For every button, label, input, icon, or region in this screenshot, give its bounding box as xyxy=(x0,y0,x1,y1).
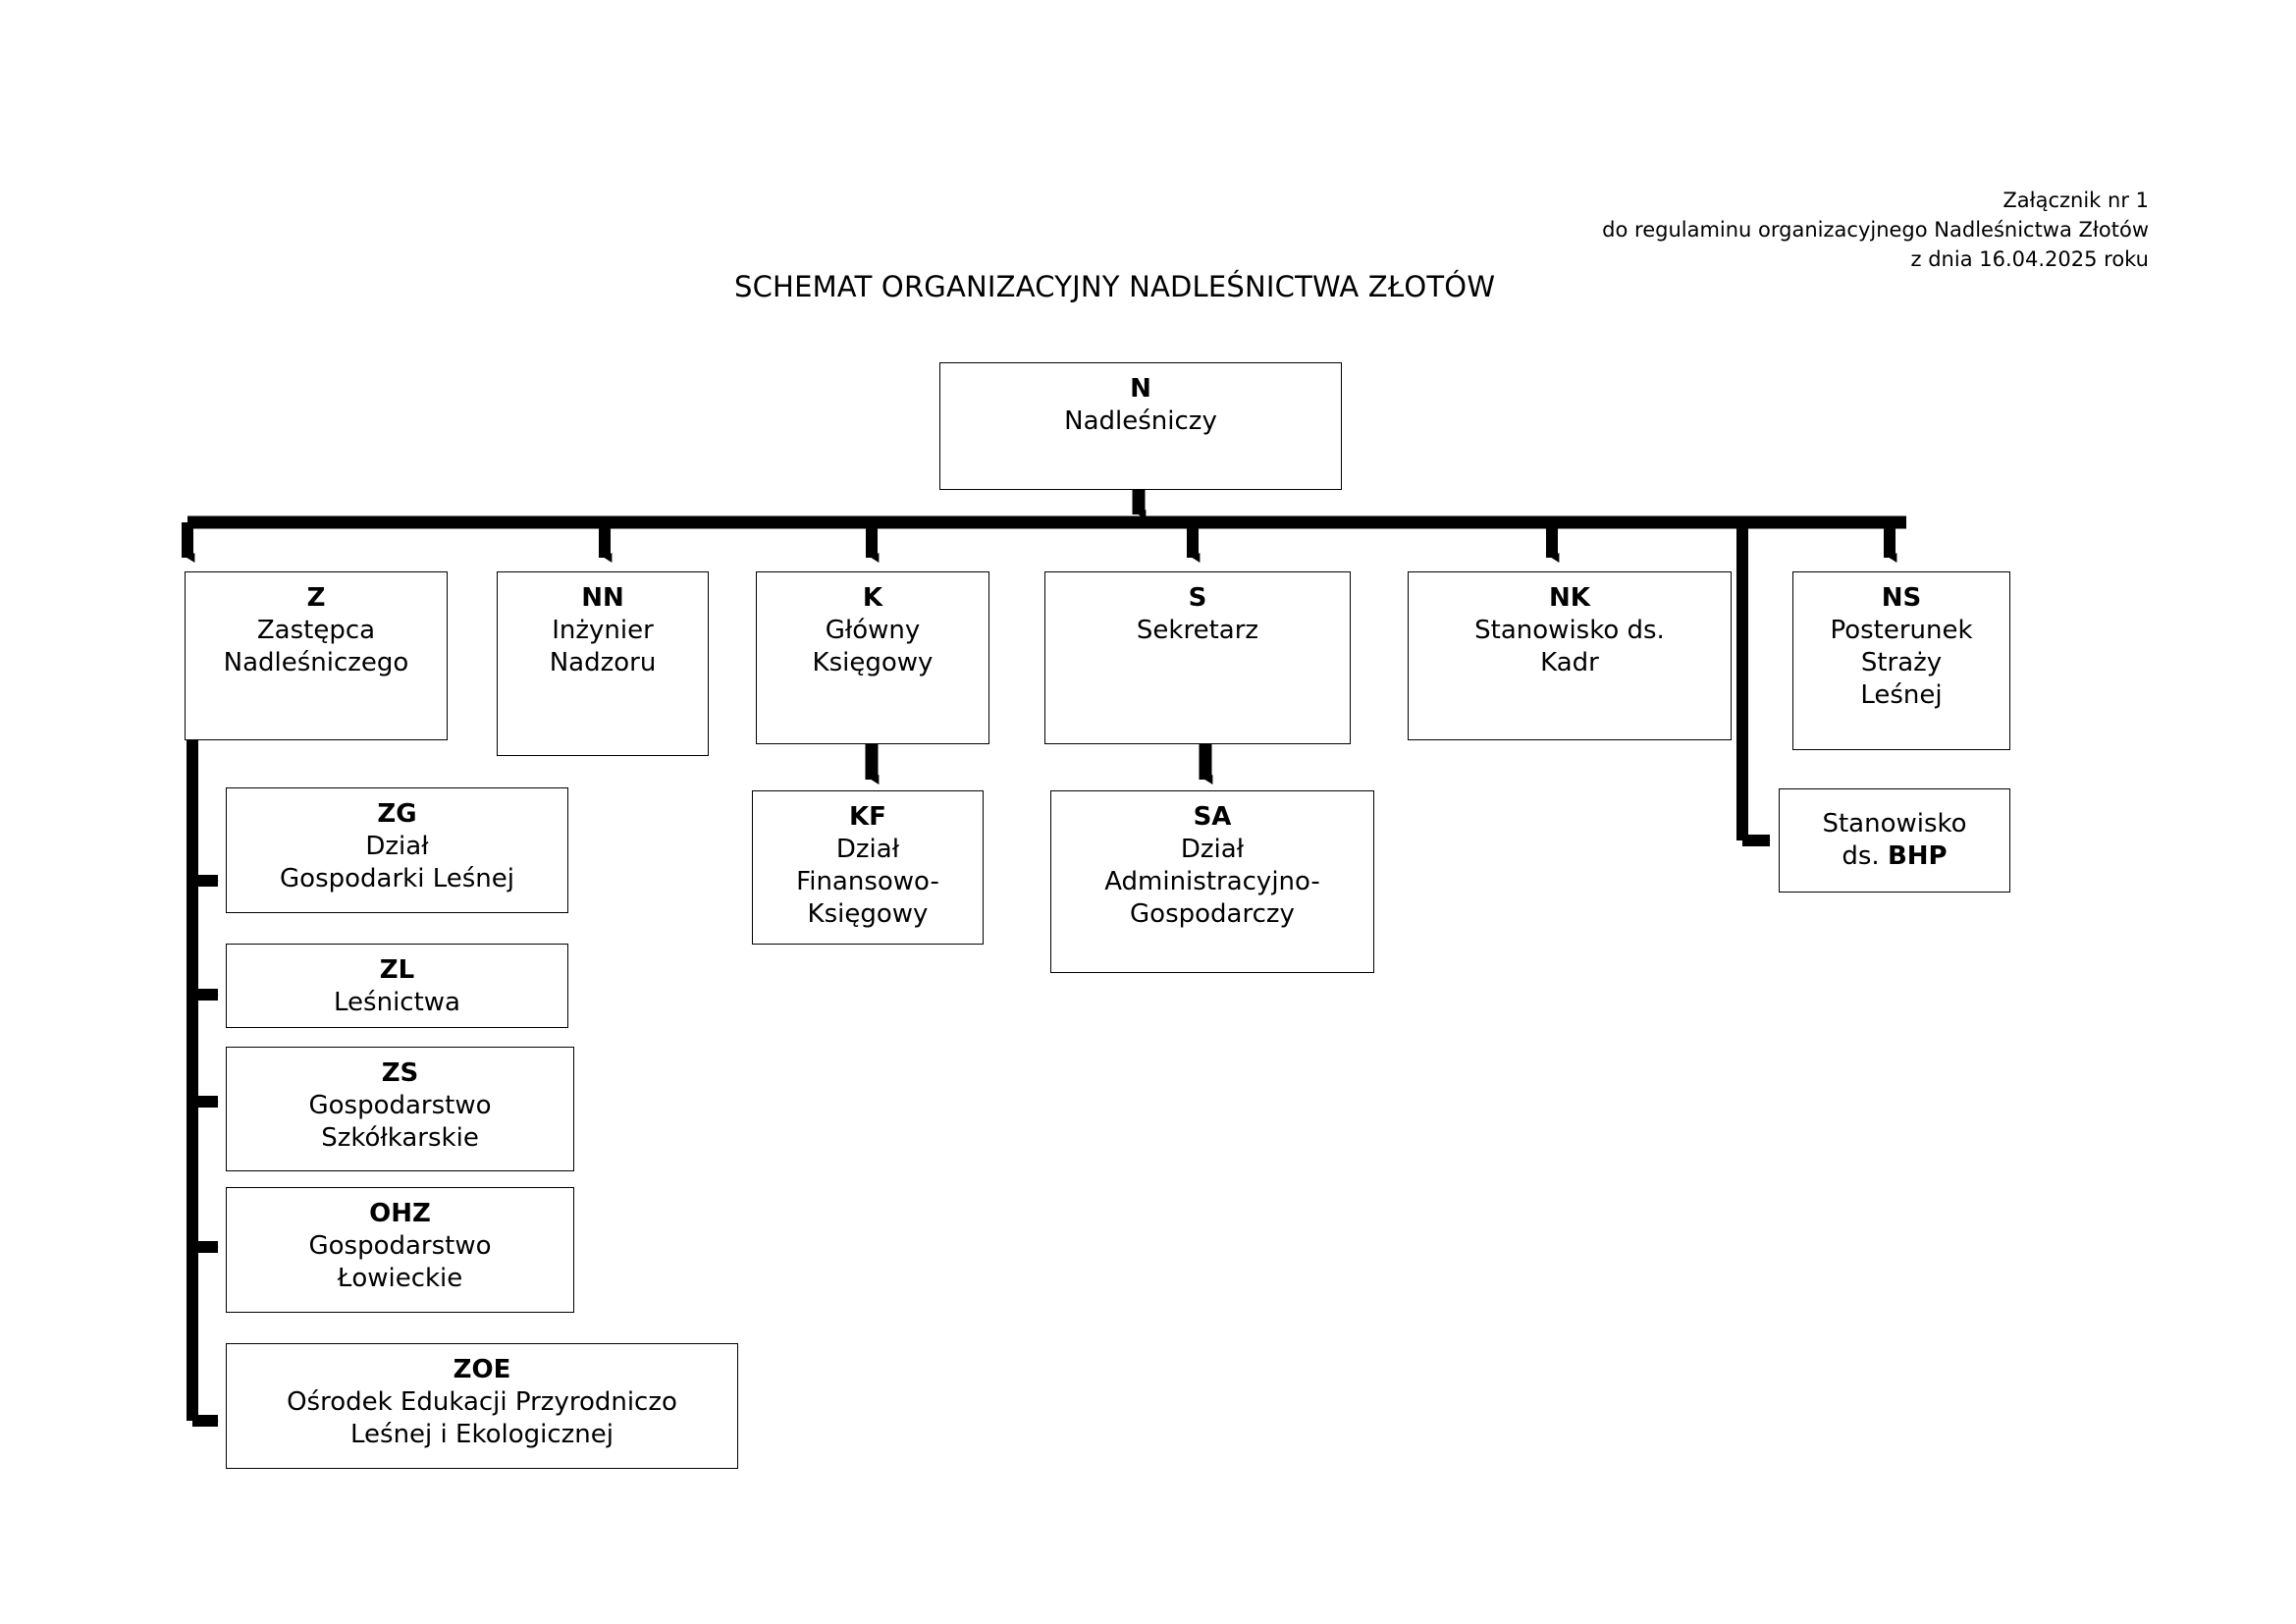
node-bhp-name: Stanowisko ds. BHP xyxy=(1822,808,1966,873)
node-ohz-code: OHZ xyxy=(369,1199,431,1228)
node-nn-code: NN xyxy=(581,583,624,613)
node-zs-name: Gospodarstwo Szkółkarskie xyxy=(308,1091,492,1154)
node-z[interactable]: Z Zastępca Nadleśniczego xyxy=(185,571,448,740)
node-k-name: Główny Księgowy xyxy=(812,616,934,678)
node-sa[interactable]: SA Dział Administracyjno- Gospodarczy xyxy=(1050,790,1374,973)
node-zg-name: Dział Gospodarki Leśnej xyxy=(280,832,514,894)
node-bhp-bold: BHP xyxy=(1887,841,1948,871)
header-line-3: z dnia 16.04.2025 roku xyxy=(1910,246,2149,271)
node-ns-name: Posterunek Straży Leśnej xyxy=(1830,616,1973,711)
header-line-1: Załącznik nr 1 xyxy=(2002,189,2149,212)
page-title: SCHEMAT ORGANIZACYJNY NADLEŚNICTWA ZŁOTÓ… xyxy=(734,270,1496,303)
node-zoe[interactable]: ZOE Ośrodek Edukacji Przyrodniczo Leśnej… xyxy=(226,1343,738,1469)
node-k[interactable]: K Główny Księgowy xyxy=(756,571,989,744)
node-nk[interactable]: NK Stanowisko ds. Kadr xyxy=(1408,571,1732,740)
node-zl-code: ZL xyxy=(379,955,415,985)
document-header-note: Załącznik nr 1 do regulaminu organizacyj… xyxy=(1602,187,2149,274)
node-zl-name: Leśnictwa xyxy=(334,988,460,1018)
header-line-2: do regulaminu organizacyjnego Nadleśnict… xyxy=(1602,217,2149,242)
node-sa-code: SA xyxy=(1193,802,1232,832)
node-kf-code: KF xyxy=(849,802,886,832)
node-nn[interactable]: NN Inżynier Nadzoru xyxy=(497,571,709,756)
node-zs[interactable]: ZS Gospodarstwo Szkółkarskie xyxy=(226,1047,574,1171)
node-zs-code: ZS xyxy=(381,1058,419,1088)
node-nn-name: Inżynier Nadzoru xyxy=(549,616,657,678)
node-zoe-name: Ośrodek Edukacji Przyrodniczo Leśnej i E… xyxy=(287,1387,677,1450)
node-n[interactable]: N Nadleśniczy xyxy=(939,362,1342,490)
node-s[interactable]: S Sekretarz xyxy=(1044,571,1351,744)
node-zoe-code: ZOE xyxy=(453,1355,511,1384)
node-ohz[interactable]: OHZ Gospodarstwo Łowieckie xyxy=(226,1187,574,1313)
node-k-code: K xyxy=(862,583,883,613)
node-kf-name: Dział Finansowo- Księgowy xyxy=(796,835,939,930)
node-bhp[interactable]: Stanowisko ds. BHP xyxy=(1779,788,2010,893)
node-ns[interactable]: NS Posterunek Straży Leśnej xyxy=(1792,571,2010,750)
node-n-name: Nadleśniczy xyxy=(1064,406,1217,437)
node-z-code: Z xyxy=(306,583,326,613)
node-sa-name: Dział Administracyjno- Gospodarczy xyxy=(1104,835,1320,930)
node-ohz-name: Gospodarstwo Łowieckie xyxy=(308,1231,492,1294)
node-nk-name: Stanowisko ds. Kadr xyxy=(1474,616,1665,678)
node-kf[interactable]: KF Dział Finansowo- Księgowy xyxy=(752,790,984,945)
node-zg[interactable]: ZG Dział Gospodarki Leśnej xyxy=(226,787,568,913)
node-zl[interactable]: ZL Leśnictwa xyxy=(226,944,568,1028)
node-z-name: Zastępca Nadleśniczego xyxy=(223,616,409,678)
node-zg-code: ZG xyxy=(377,799,417,829)
node-nk-code: NK xyxy=(1549,583,1590,613)
node-s-name: Sekretarz xyxy=(1136,616,1259,646)
node-ns-code: NS xyxy=(1881,583,1922,613)
node-s-code: S xyxy=(1188,583,1207,613)
node-n-code: N xyxy=(1130,374,1151,404)
node-bhp-prefix: Stanowisko ds. xyxy=(1822,808,1967,871)
